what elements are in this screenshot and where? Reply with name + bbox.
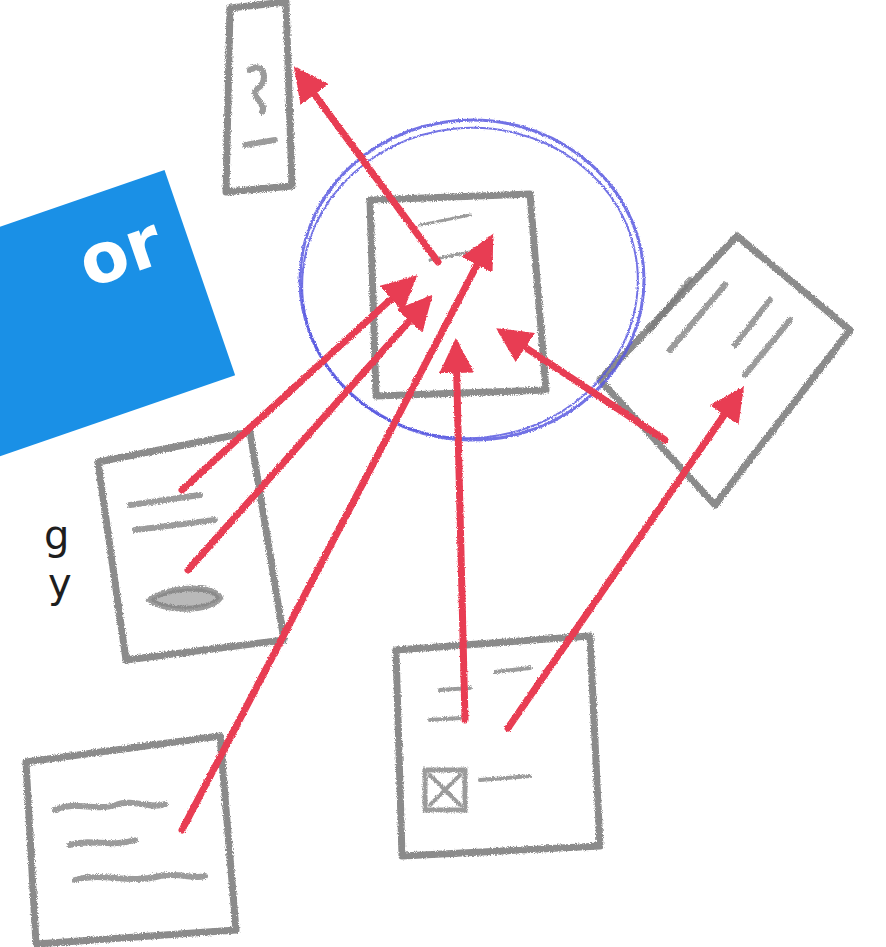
banner-text: or xyxy=(68,200,173,304)
scribble xyxy=(650,280,690,330)
scribble xyxy=(250,67,264,112)
red-arrow xyxy=(182,240,490,830)
scribble xyxy=(55,803,165,810)
scribble xyxy=(135,520,215,530)
scribble xyxy=(430,775,460,805)
red-arrow xyxy=(456,345,465,720)
document-sketch xyxy=(98,432,284,660)
body-text-fragment: g xyxy=(44,512,69,558)
red-arrow xyxy=(508,392,740,728)
scribble xyxy=(420,215,470,225)
scribble xyxy=(150,588,220,608)
scribble xyxy=(495,668,530,672)
document-sketch xyxy=(396,636,600,856)
scribble xyxy=(70,840,135,845)
red-arrow xyxy=(298,72,438,262)
document-sketch xyxy=(226,2,292,192)
scribble xyxy=(670,285,725,350)
document-sketch xyxy=(26,736,236,944)
scribble xyxy=(480,776,530,780)
body-text-fragment: y xyxy=(48,560,72,606)
scribble xyxy=(745,320,790,375)
title-banner: or xyxy=(0,170,235,473)
scribble xyxy=(735,300,770,345)
scribble xyxy=(130,495,200,505)
scribble xyxy=(430,718,460,720)
scribble xyxy=(75,875,205,880)
red-arrow xyxy=(502,332,665,440)
scribble xyxy=(245,140,275,145)
scribble xyxy=(425,770,465,810)
